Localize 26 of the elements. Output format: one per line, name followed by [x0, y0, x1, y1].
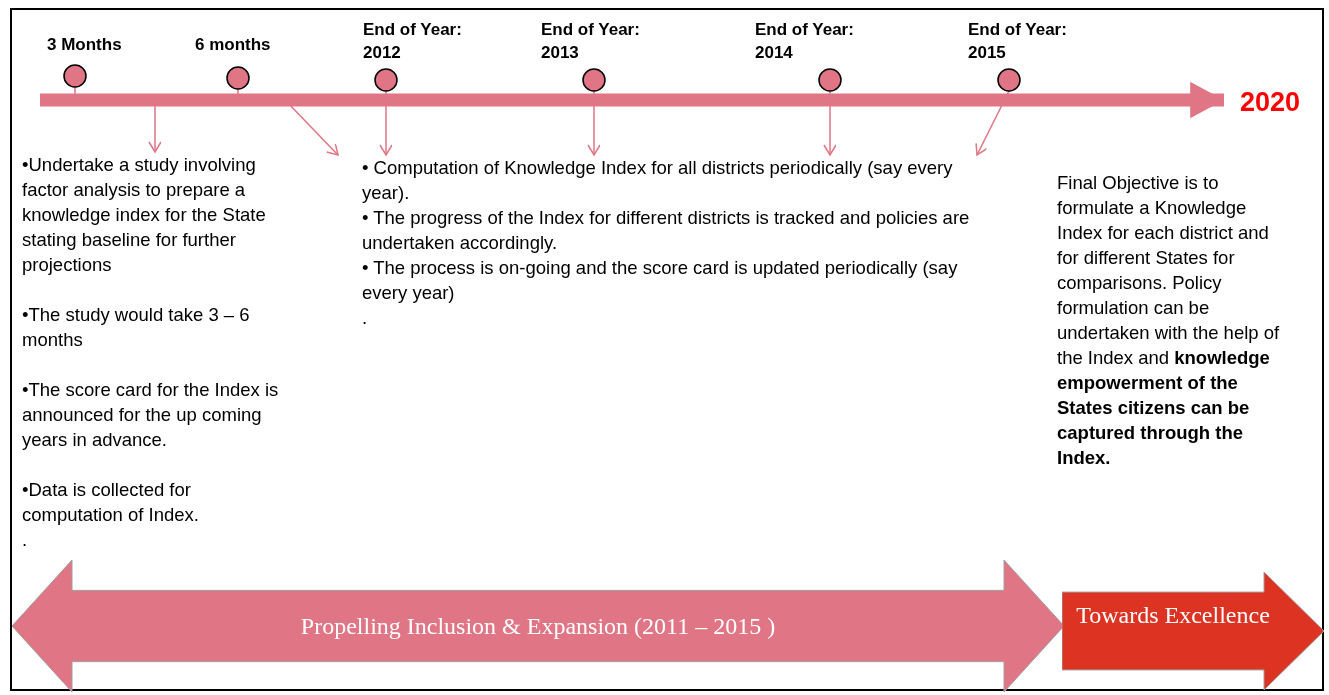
milestone-label: 6 months [195, 34, 272, 56]
arrow [379, 90, 393, 156]
bullet-text: •The study would take 3 – 6 months [22, 303, 251, 352]
milestone-label: 3 Months [47, 34, 123, 56]
arrow [823, 90, 837, 156]
bullet-text: •Data is collected for computation of Index. [22, 478, 200, 527]
milestone-label: End of Year: 2014 [755, 19, 855, 64]
bullet-text: • Computation of Knowledge Index for all districts periodically (say every year). [362, 156, 954, 205]
arrow [975, 90, 1010, 156]
timeline-arrow [40, 81, 1224, 119]
arrow [587, 90, 601, 156]
bullet-text: . [362, 306, 369, 330]
bullet-text: • The progress of the Index for different districts is tracked and policies are undertaken accordingly. [362, 206, 971, 255]
arrow-label: Propelling Inclusion & Expansion (2011 – 2015 ) [299, 612, 777, 640]
year-label: 2020 [1240, 86, 1302, 118]
arrow [237, 88, 339, 156]
objective-text: Final Objective is to formulate a Knowledge Index for each district and for different States for comparisons. Policy formulation can be undertaken with the help of the Index and knowledge empowerment of the States citizens can be captured through the Index. [1057, 171, 1281, 470]
bullet-text: . [22, 528, 29, 552]
milestone-label: End of Year: 2013 [541, 19, 641, 64]
bullet-text: •Undertake a study involving factor analysis to prepare a knowledge index for the State stating baseline for further projections [22, 153, 267, 277]
bullet-text: • The process is on-going and the score card is updated periodically (say every year) [362, 256, 959, 305]
arrow [74, 86, 162, 153]
arrow-label: Towards Excellence [1075, 601, 1271, 629]
milestone-label: End of Year: 2012 [363, 19, 463, 64]
bullet-text: •The score card for the Index is announced for the up coming years in advance. [22, 378, 280, 452]
milestone-label: End of Year: 2015 [968, 19, 1068, 64]
